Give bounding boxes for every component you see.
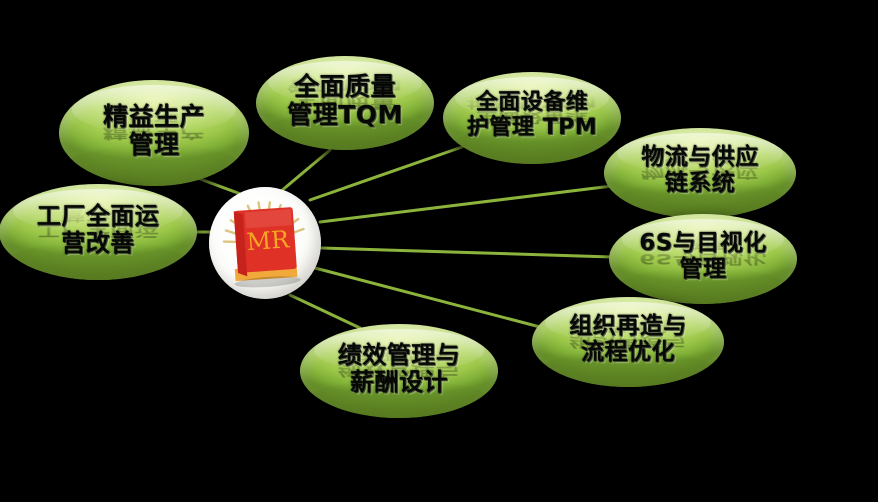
node-logistics-supply-chain[interactable]: 物流与供应 链系统物流与供应 链系统: [604, 128, 796, 218]
node-organization-reengineering[interactable]: 组织再造与 流程优化组织再造与 流程优化: [532, 297, 724, 387]
node-label: 精益生产 管理: [102, 101, 205, 159]
node-label: 全面质量 管理TQM: [287, 71, 403, 129]
line-hub-to-performance: [288, 293, 362, 330]
line-hub-to-tqm: [278, 148, 332, 194]
line-hub-to-6s: [320, 246, 614, 259]
central-book-hub[interactable]: MR: [209, 187, 321, 299]
node-label: 组织再造与 流程优化: [569, 313, 687, 365]
node-label: 绩效管理与 薪酬设计: [337, 340, 461, 396]
node-label: 工厂全面运 营改善: [36, 201, 160, 257]
line-hub-to-org-reengineering: [313, 266, 542, 329]
node-lean-production[interactable]: 精益生产 管理精益生产 管理: [59, 80, 249, 186]
line-hub-to-logistics: [318, 184, 614, 224]
node-label: 6S与目视化 管理: [639, 230, 767, 282]
book-title-text: MR: [246, 225, 291, 256]
node-factory-operation-improvement[interactable]: 工厂全面运 营改善工厂全面运 营改善: [0, 184, 197, 280]
line-hub-to-tpm: [308, 145, 464, 202]
node-label: 物流与供应 链系统: [641, 144, 759, 196]
node-label: 全面设备维 护管理 TPM: [466, 90, 598, 141]
book-icon: MR: [233, 207, 301, 288]
node-performance-and-compensation[interactable]: 绩效管理与 薪酬设计绩效管理与 薪酬设计: [300, 324, 498, 418]
hub-graphic: MR: [222, 201, 305, 288]
